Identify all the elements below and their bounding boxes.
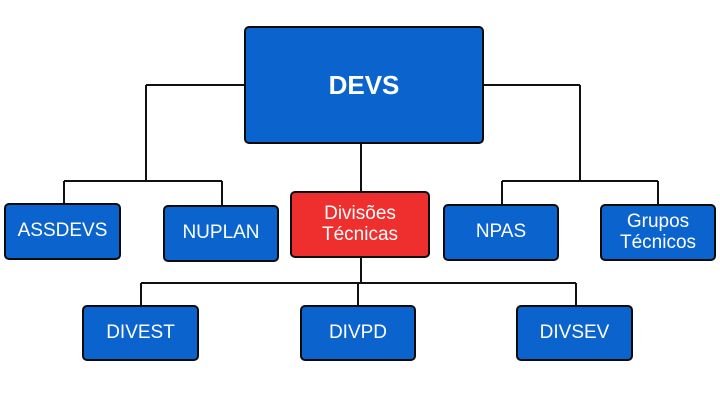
node-divisoes-tecnicas: Divisões Técnicas xyxy=(290,191,430,258)
node-devs-label: DEVS xyxy=(328,69,400,100)
node-grupos-tecnicos-label: Grupos Técnicos xyxy=(619,210,697,253)
node-assdevs-label: ASSDEVS xyxy=(17,220,108,242)
node-npas: NPAS xyxy=(443,204,559,261)
node-assdevs: ASSDEVS xyxy=(4,203,121,260)
node-divest: DIVEST xyxy=(82,305,199,361)
node-nuplan-label: NUPLAN xyxy=(182,222,260,244)
node-divest-label: DIVEST xyxy=(106,321,175,343)
node-nuplan: NUPLAN xyxy=(163,205,279,262)
node-divpd-label: DIVPD xyxy=(328,321,388,343)
node-divsev: DIVSEV xyxy=(516,305,633,361)
node-divsev-label: DIVSEV xyxy=(539,321,610,343)
node-divpd: DIVPD xyxy=(300,305,416,361)
node-npas-label: NPAS xyxy=(475,221,527,243)
node-grupos-tecnicos: Grupos Técnicos xyxy=(600,204,716,261)
node-divisoes-tecnicas-label: Divisões Técnicas xyxy=(321,202,399,245)
node-devs: DEVS xyxy=(244,26,484,144)
